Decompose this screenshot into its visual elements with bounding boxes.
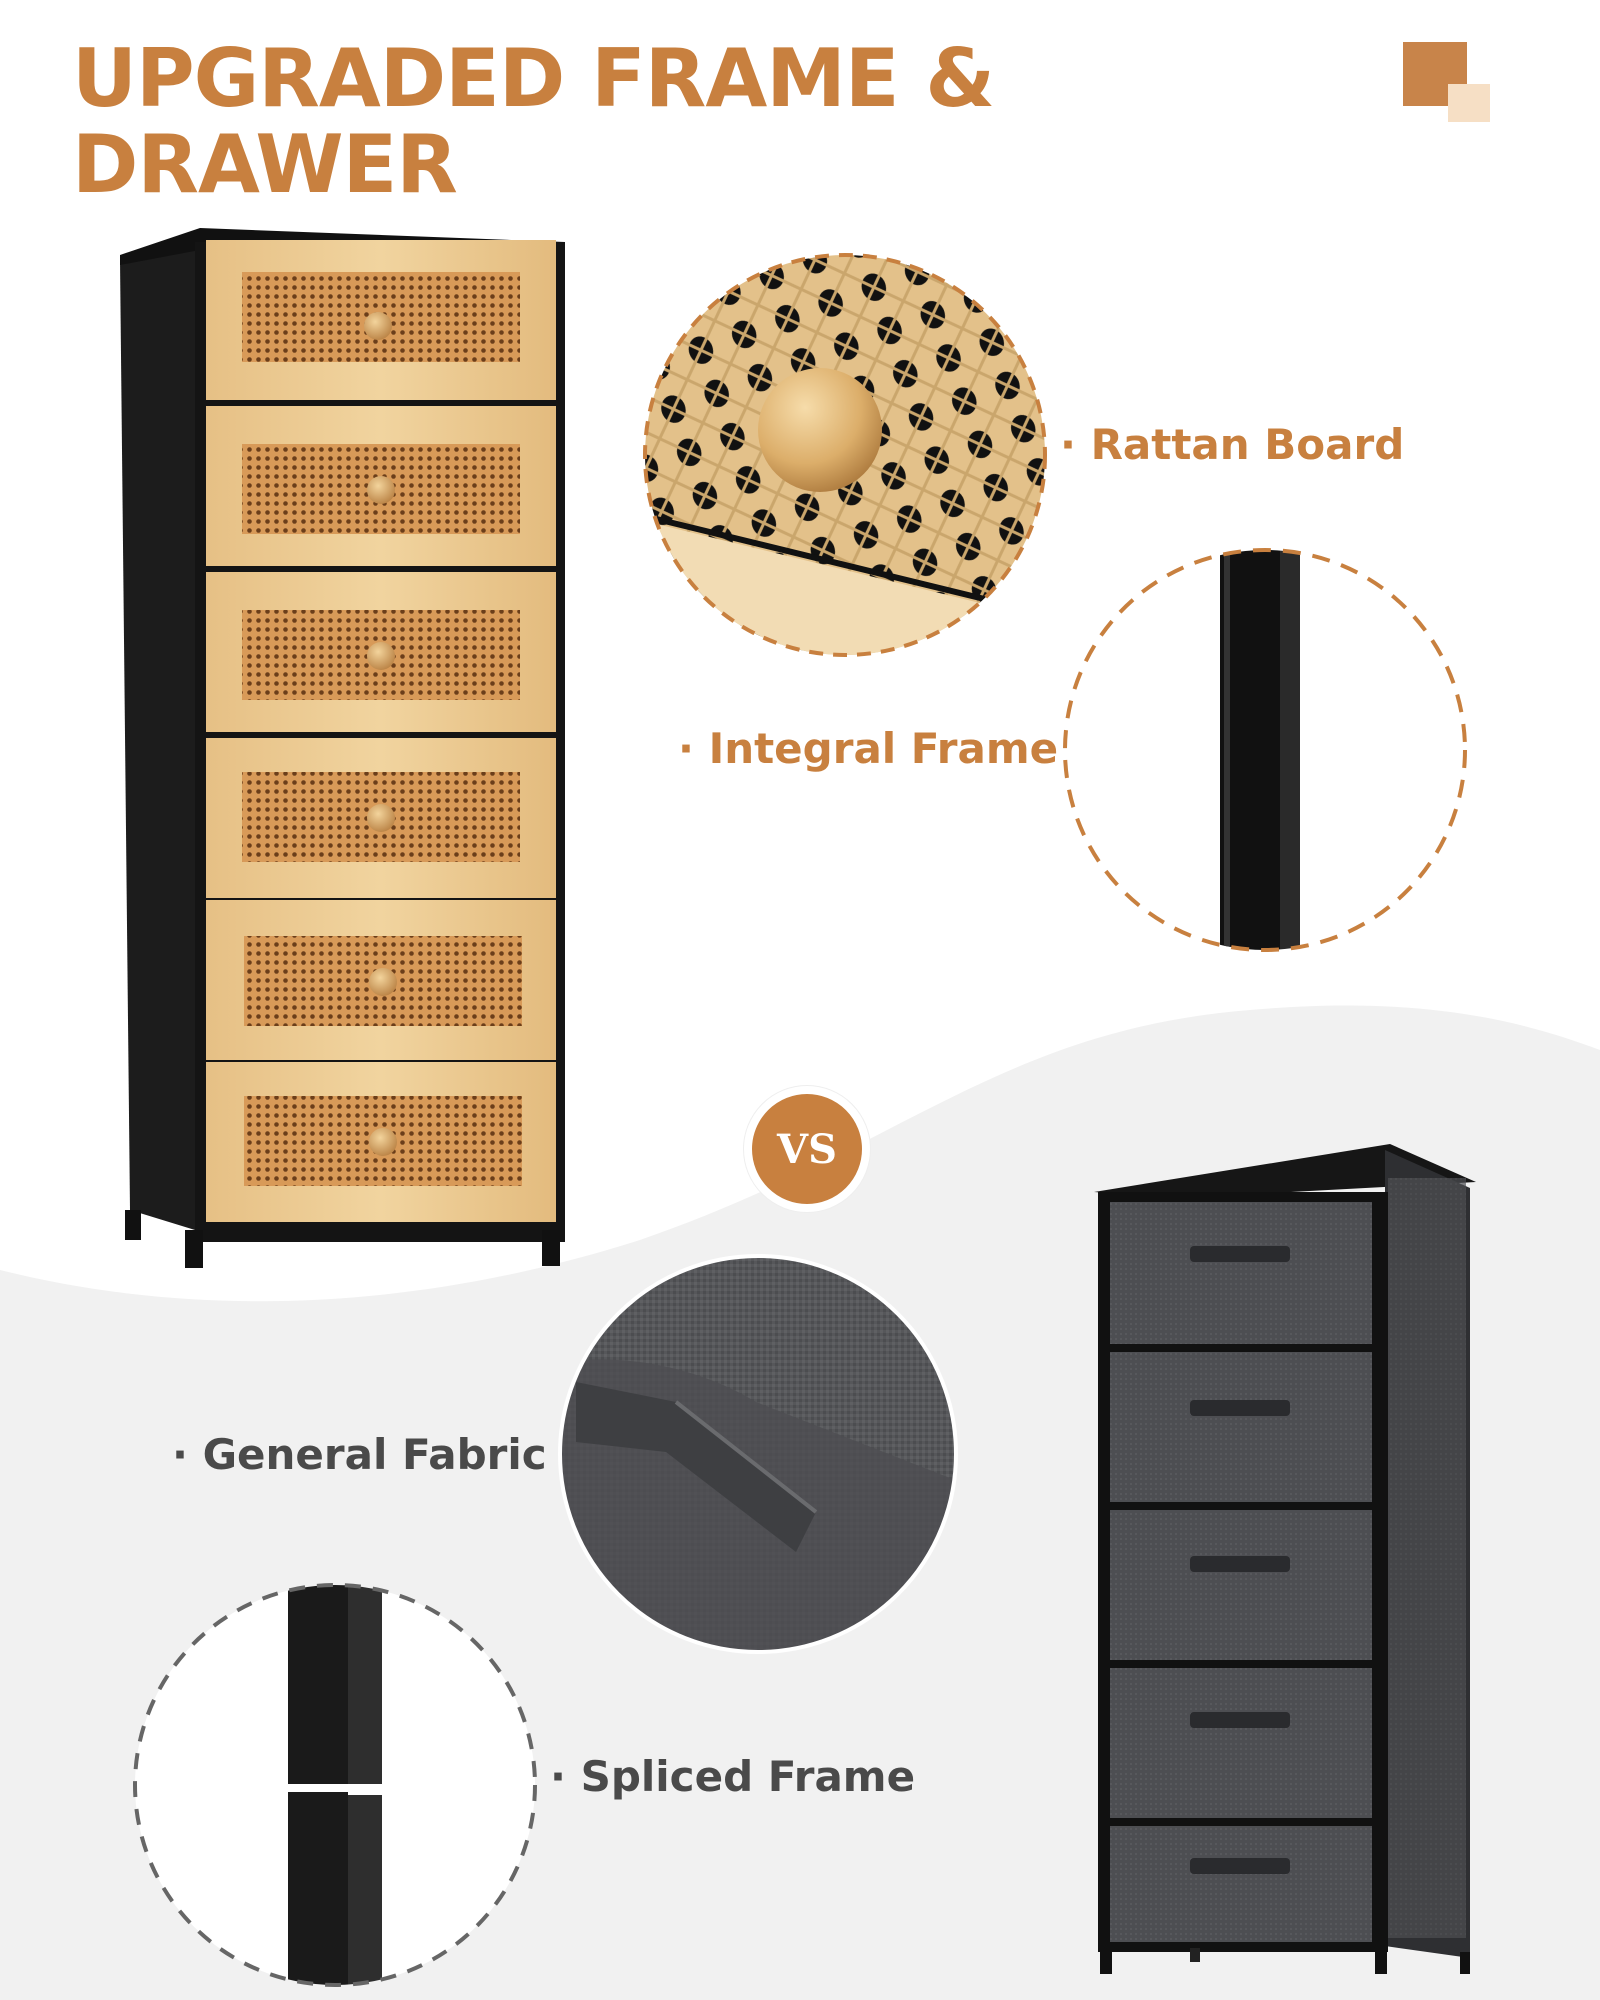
fabric-drawers — [1110, 1202, 1372, 1942]
rattan-drawers — [206, 240, 556, 1222]
page-title: UPGRADED FRAME & DRAWER — [72, 36, 1072, 208]
rattan-board-zoom — [643, 253, 1047, 657]
rattan-dresser-image — [120, 228, 565, 1268]
title-line-2: DRAWER — [72, 118, 458, 211]
title-line-1: UPGRADED FRAME & — [72, 32, 995, 125]
rattan-board-label: · Rattan Board — [1060, 420, 1405, 469]
fabric-dresser-image — [1094, 1144, 1476, 1974]
integral-frame-label: · Integral Frame — [678, 724, 1059, 773]
vs-badge: VS — [744, 1086, 870, 1212]
general-fabric-zoom — [558, 1254, 958, 1654]
integral-frame-zoom — [1063, 548, 1467, 952]
general-fabric-label: · General Fabric — [172, 1430, 547, 1479]
brand-logo-accent-square — [1448, 84, 1490, 122]
spliced-frame-zoom — [133, 1583, 537, 1987]
spliced-frame-label: · Spliced Frame — [550, 1752, 916, 1801]
